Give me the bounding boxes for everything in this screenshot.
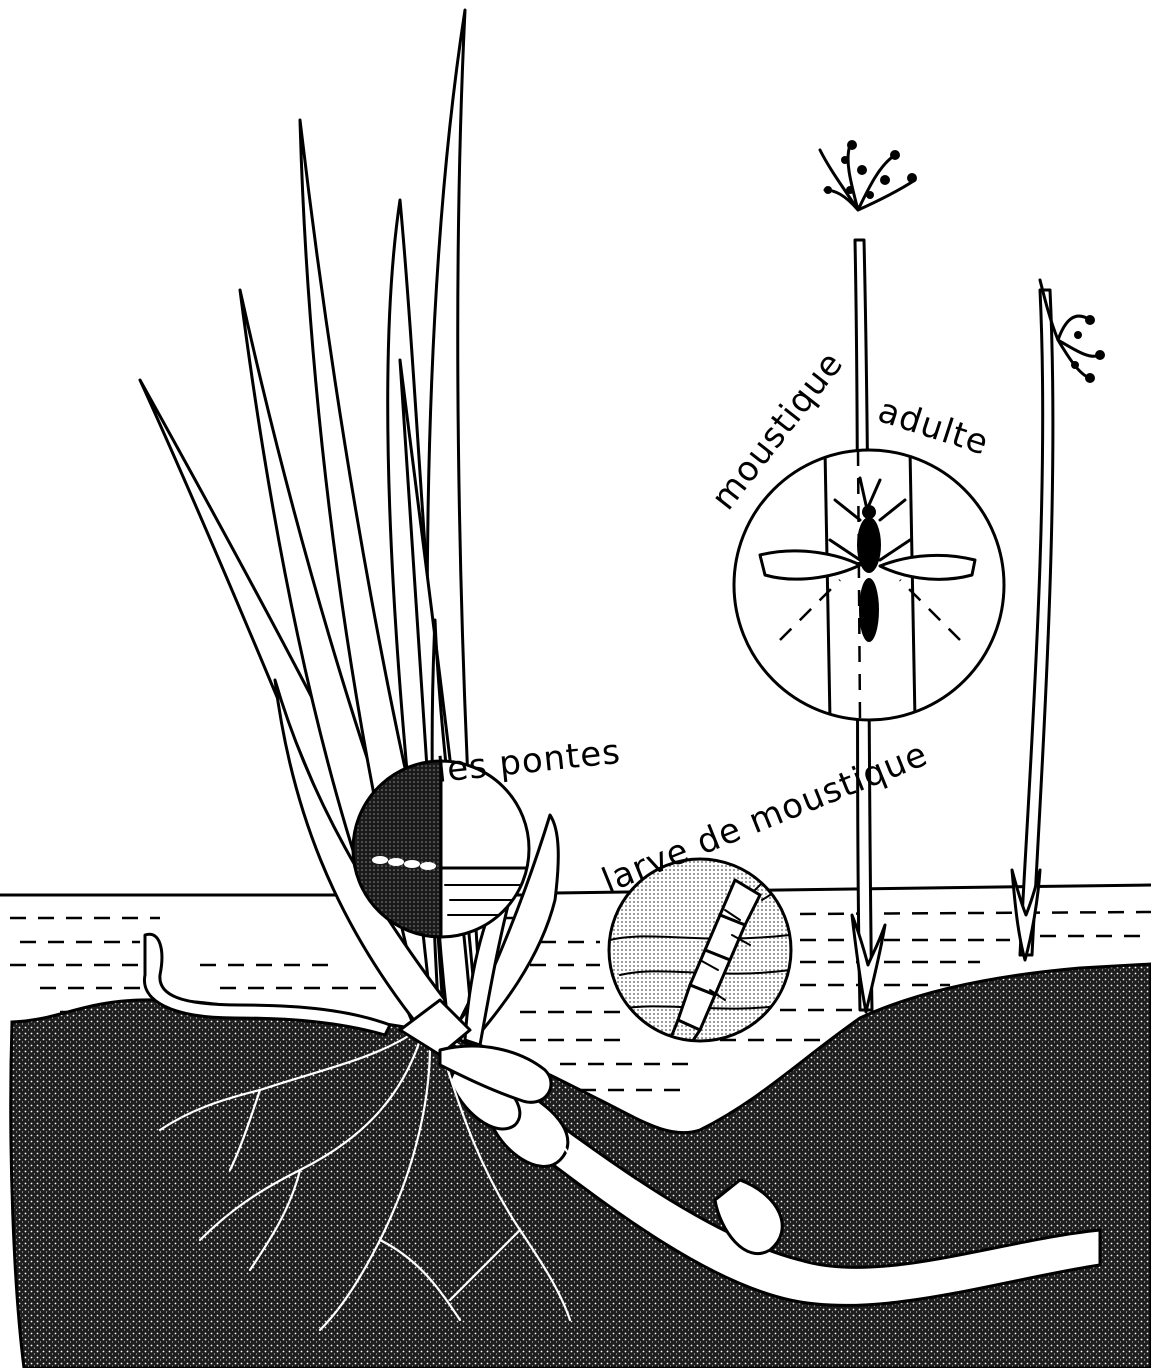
adult-inset — [734, 450, 1004, 720]
reed-plant — [140, 10, 558, 1102]
soil — [11, 964, 1151, 1368]
label-larva: larve de moustique — [596, 734, 933, 901]
